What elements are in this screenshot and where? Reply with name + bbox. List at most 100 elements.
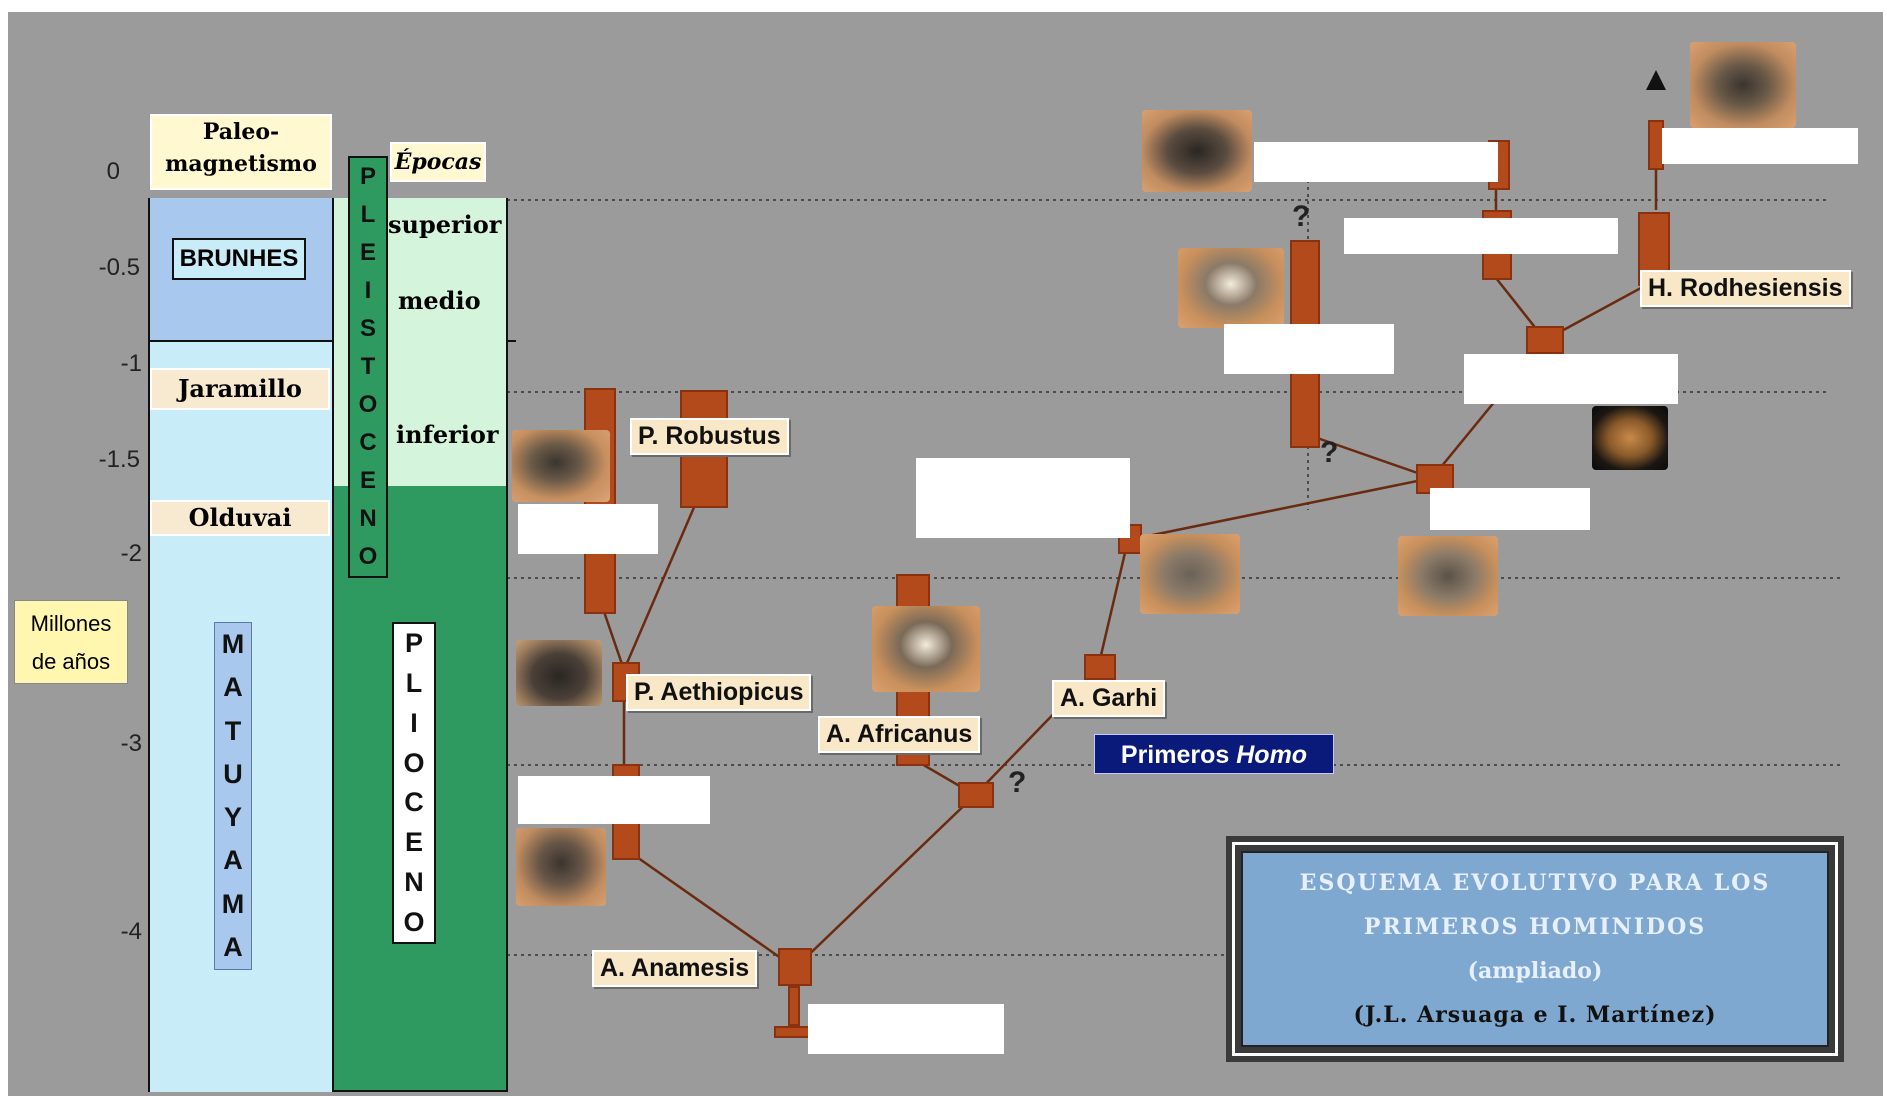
question-mark-ergaster: ? [1320,436,1339,469]
tick-1.5: -1.5 [98,446,140,473]
arrow-up-icon [1646,70,1666,90]
vertical-letter: T [360,353,376,380]
column-border [332,198,334,1092]
superior-label: superior [388,210,502,239]
vertical-letter: L [360,201,376,228]
column-border [506,198,508,1092]
tick-3: -3 [120,730,142,757]
line-to-erectus [1299,430,1433,480]
tick-0.5: -0.5 [98,254,140,281]
paleomag-header: Paleo- magnetismo [150,114,332,190]
brunhes-label: BRUNHES [172,238,306,280]
blank-label-ramidus [808,1004,1004,1054]
label-h-rhodesiensis: H. Rodhesiensis [1640,270,1851,307]
olduvai-label: Olduvai [150,500,330,536]
vertical-letter: E [359,239,376,266]
blank-label-neanderthal [1254,142,1498,182]
vertical-letter: O [358,543,378,570]
bar-anamensis-stem [788,986,800,1026]
vertical-letter: O [358,391,378,418]
bar-ramidus [774,1026,810,1038]
skull-homo-antecessor-image [1592,406,1668,470]
vertical-letter: O [403,906,425,937]
vertical-letter: M [221,629,245,660]
title-line-2: PRIMEROS HOMINIDOS [1363,914,1707,940]
vertical-letter: E [404,827,423,858]
blank-label-ergaster [1430,488,1590,530]
vertical-letter: Y [223,802,242,833]
label-a-anamensis: A. Anamesis [592,950,758,987]
vertical-letter: M [221,888,245,919]
vertical-letter: L [405,668,423,699]
label-p-aethiopicus: P. Aethiopicus [626,674,812,711]
axis-unit-label: Millones de años [14,600,128,684]
line-anamensis-left [623,846,796,970]
bar-garhi [1084,654,1116,680]
blank-label-erectus [1224,324,1394,374]
skull-afarensis-image [516,828,606,906]
skull-erectus-image [1178,248,1284,328]
epocas-header: Épocas [390,142,486,182]
jaramillo-label: Jaramillo [150,368,330,410]
question-mark-node: ? [1008,766,1027,799]
tick-2: -2 [120,540,142,567]
column-border [148,198,150,1092]
skull-ergaster-image [1398,536,1498,616]
tick-1: -1 [120,350,142,377]
vertical-letter: E [359,467,376,494]
question-mark-erectus: ? [1292,200,1311,233]
bar-node [958,782,994,808]
blank-label-antecessor [1344,218,1618,254]
skull-habilis-image [1140,534,1240,614]
line-garhi-up [1096,539,1130,669]
skull-boisei-image [512,430,610,502]
blank-label-afarensis [518,776,710,824]
vertical-letter: I [364,277,372,304]
line-homo-main [1127,476,1433,542]
vertical-letter: S [359,315,376,342]
skull-sapiens-image [1690,42,1796,128]
vertical-letter: T [224,715,242,746]
primeros-homo-label: Primeros Homo [1094,734,1334,774]
vertical-letter: I [410,707,418,738]
blank-label-boisei [518,504,658,554]
tick-0: 0 [106,158,120,185]
bar-anamensis [778,948,812,986]
bar-heidelbergensis [1526,326,1564,354]
vertical-letter: U [223,758,243,789]
vertical-letter: P [404,628,423,659]
label-p-robustus: P. Robustus [630,418,789,455]
label-a-garhi: A. Garhi [1052,680,1166,717]
label-a-africanus: A. Africanus [818,716,981,753]
blank-label-heidelbergensis [1464,354,1678,404]
vertical-letter: N [359,505,377,532]
blank-label-habilis [916,458,1130,538]
title-box-frame: ESQUEMA EVOLUTIVO PARA LOS PRIMEROS HOMI… [1226,836,1844,1062]
medio-label: medio [398,286,481,315]
line-anamensis-right [794,794,976,969]
blank-label-sapiens [1662,128,1858,164]
title-box: ESQUEMA EVOLUTIVO PARA LOS PRIMEROS HOMI… [1241,851,1829,1047]
vertical-letter: A [223,931,243,962]
title-line-3: (ampliado) [1467,958,1603,984]
vertical-letter: C [404,787,424,818]
vertical-letter: N [404,866,424,897]
column-border [332,1090,508,1092]
title-line-1: ESQUEMA EVOLUTIVO PARA LOS [1299,870,1771,896]
vertical-letter: A [223,845,243,876]
vertical-letter: P [359,163,376,190]
vertical-letter: A [223,672,243,703]
skull-africanus-image [872,606,980,692]
inferior-label: inferior [396,420,499,449]
title-line-4: (J.L. Arsuaga e I. Martínez) [1353,1002,1717,1028]
tick-4: -4 [120,918,142,945]
line-to-robustus [622,504,697,671]
skull-neanderthal-image [1142,110,1252,192]
vertical-letter: C [359,429,377,456]
vertical-letter: O [403,747,425,778]
skull-aethiopicus-image [516,640,602,706]
